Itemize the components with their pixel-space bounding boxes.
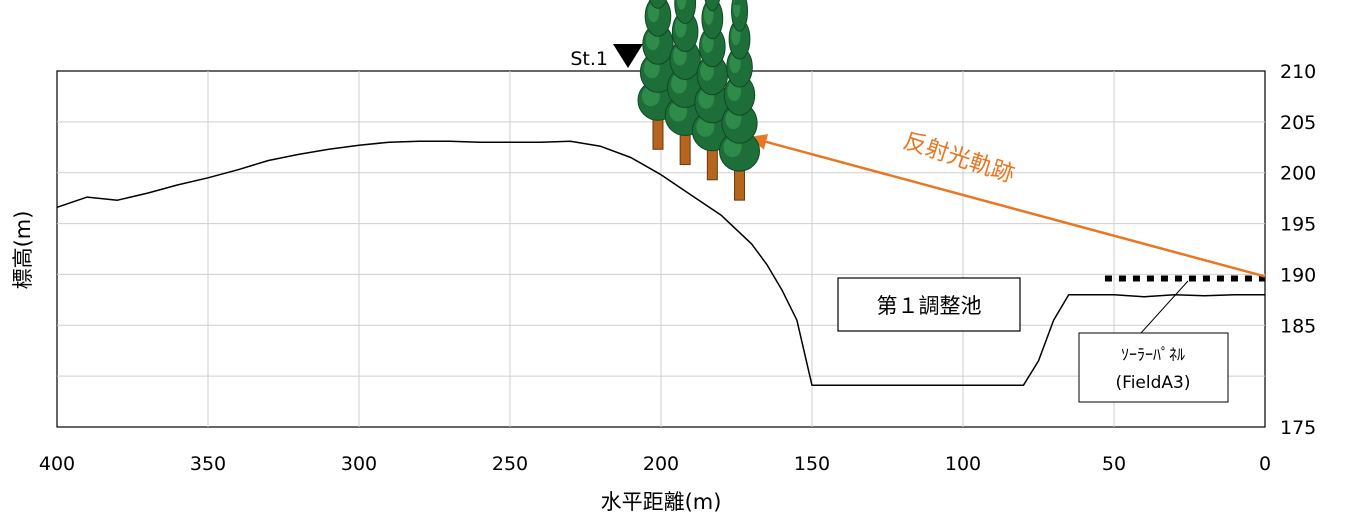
y-tick-label: 195 [1280, 214, 1316, 236]
x-tick-label: 50 [1102, 453, 1126, 475]
reflection-label: 反射光軌跡 [900, 128, 1017, 188]
x-tick-label: 200 [643, 453, 679, 475]
y-tick-label: 190 [1280, 264, 1316, 286]
panel-label-line2: (FieldA3) [1116, 373, 1191, 393]
reflection-layer [748, 134, 1266, 278]
x-tick-label: 400 [39, 453, 75, 475]
tree-layer [637, 0, 761, 201]
panel-label-line1: ｿｰﾗｰﾊﾟﾈﾙ [1121, 345, 1185, 364]
station-marker-icon [613, 44, 643, 68]
terrain-line [56, 140, 1265, 387]
x-axis-title: 水平距離(m) [601, 490, 722, 514]
y-tick-label: 200 [1280, 163, 1316, 185]
y-tick-label: 185 [1280, 315, 1316, 337]
x-tick-label: 250 [492, 453, 528, 475]
station-label: St.1 [570, 48, 608, 70]
panel-leader-line [1140, 280, 1189, 334]
tree-icon [637, 0, 679, 150]
y-tick-labels: 175 185 190 195 200 205 210 [1280, 61, 1316, 439]
x-tick-label: 350 [190, 453, 226, 475]
x-tick-label: 100 [945, 453, 981, 475]
x-tick-label: 300 [341, 453, 377, 475]
x-tick-label: 150 [794, 453, 830, 475]
y-tick-label: 175 [1280, 417, 1316, 439]
pond-label: 第１調整池 [877, 294, 982, 318]
tree-icon [691, 0, 733, 181]
x-tick-labels: 400 350 300 250 200 150 100 50 0 [39, 453, 1271, 475]
panel-label-box [1078, 332, 1229, 403]
pond-label-box [837, 277, 1021, 332]
tree-icon [719, 0, 761, 201]
x-tick-label: 0 [1259, 453, 1271, 475]
y-axis-title: 標高(m) [11, 211, 35, 290]
terrain-layer [56, 140, 1265, 387]
y-tick-label: 210 [1280, 61, 1316, 83]
reflection-line [748, 135, 1266, 278]
y-tick-label: 205 [1280, 112, 1316, 134]
